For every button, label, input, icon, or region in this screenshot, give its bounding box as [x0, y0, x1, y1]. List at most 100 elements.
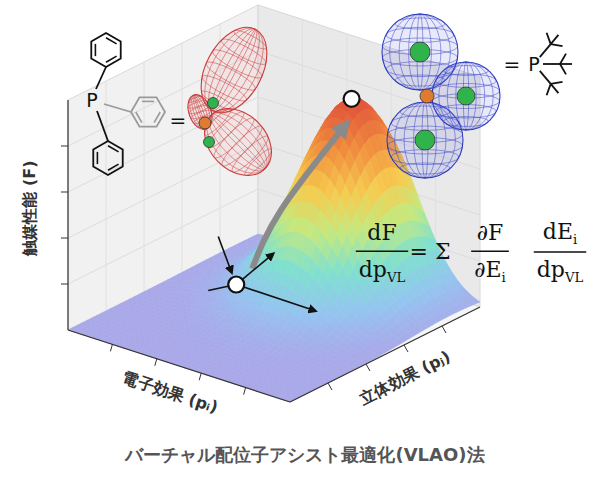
- plot-box: [68, 5, 480, 402]
- mesh-line: [400, 163, 450, 174]
- axis-tick: [61, 146, 68, 147]
- double-bond: [106, 56, 117, 62]
- axis-label: 触媒性能 (F): [22, 160, 38, 255]
- equation-term: ∂F: [477, 222, 504, 244]
- mesh-line: [193, 19, 276, 121]
- orbital-lobe: [432, 62, 500, 130]
- mesh-line: [210, 114, 267, 171]
- axis-tick: [404, 345, 408, 352]
- bond: [560, 64, 566, 74]
- axis-label: 電子効果 (pᵢ): [120, 370, 219, 416]
- orbital-lobe: [191, 95, 284, 188]
- fraction-bar: [471, 250, 509, 252]
- grid-line: [106, 81, 107, 311]
- double-bond: [97, 152, 99, 164]
- subscript: i: [502, 269, 506, 284]
- back-wall: [258, 5, 480, 307]
- phenyl-ring: [93, 141, 122, 175]
- equation-term: dpVL: [537, 259, 583, 284]
- mesh-line: [242, 146, 274, 178]
- fraction-bar: [534, 251, 586, 253]
- label-text: dp: [537, 257, 565, 282]
- grid-line: [68, 189, 480, 284]
- axis-line: [67, 100, 68, 330]
- orbital-lobe: [188, 16, 281, 124]
- mesh-line: [195, 99, 280, 184]
- axis-tick: [61, 284, 68, 285]
- mesh-line: [229, 133, 272, 176]
- bond: [543, 63, 560, 65]
- axis-tick: [61, 192, 68, 193]
- label-text: =: [170, 108, 187, 132]
- double-bond: [136, 112, 142, 123]
- bond: [97, 111, 108, 141]
- mesh-line: [391, 150, 459, 165]
- double-bond: [108, 146, 119, 152]
- bond: [540, 71, 551, 84]
- phenyl-ring: [91, 33, 120, 67]
- ligand-structures: [91, 14, 572, 189]
- mesh-line: [436, 105, 497, 118]
- double-bond: [154, 112, 160, 123]
- figure-title: バーチャル配位子アシスト最適化(VLAO)法: [0, 443, 610, 467]
- mesh-line: [200, 104, 276, 180]
- carbon-atom: [457, 87, 475, 105]
- optimum-point: [344, 91, 360, 107]
- mesh-line: [409, 14, 432, 90]
- mesh-line: [205, 25, 263, 114]
- bond: [560, 54, 566, 64]
- mesh-line: [210, 114, 258, 162]
- mesh-line: [218, 122, 266, 170]
- double-bond: [106, 38, 117, 44]
- label-text: 電子効果 (pᵢ): [120, 368, 220, 417]
- mesh-line: [232, 27, 269, 52]
- grid-line: [182, 43, 183, 273]
- axis-tick: [110, 344, 112, 351]
- carbon-atom: [204, 137, 215, 148]
- bond: [551, 35, 559, 44]
- bond: [96, 67, 106, 89]
- lobe-outline: [432, 62, 500, 130]
- carbon-atom: [415, 130, 435, 150]
- equation-term: dEi: [543, 221, 577, 246]
- carbon-atom: [208, 98, 219, 109]
- equation-term: dpVL: [359, 259, 405, 284]
- mesh-line: [444, 117, 489, 127]
- label-text: P: [86, 89, 97, 111]
- bond: [540, 44, 551, 57]
- axis-tick: [244, 388, 246, 395]
- mesh-line: [447, 62, 484, 130]
- axis-tick: [366, 364, 370, 371]
- double-bond: [108, 164, 119, 170]
- label-text: P: [528, 53, 539, 75]
- direction-arrow: [236, 285, 314, 311]
- grid-line: [68, 97, 480, 192]
- label-text: dp: [359, 257, 387, 282]
- mesh-line: [456, 62, 476, 130]
- equals-sign: =: [170, 110, 187, 130]
- atom-label: P: [528, 55, 539, 74]
- double-bond: [95, 44, 97, 56]
- direction-arrow: [218, 237, 231, 272]
- mesh-line: [188, 95, 203, 103]
- label-text: dF: [367, 220, 396, 245]
- label-text: = Σ: [410, 239, 451, 264]
- axis-tick: [61, 238, 68, 239]
- mesh-line: [414, 102, 437, 178]
- fraction-bar: [356, 250, 408, 252]
- axis-tick: [199, 373, 201, 380]
- lobe-outline: [188, 16, 281, 124]
- phosphorus-atom: [420, 89, 434, 103]
- bond: [547, 33, 551, 44]
- mesh-line: [219, 35, 268, 68]
- start-point: [228, 277, 244, 293]
- bond: [551, 44, 563, 46]
- mesh-line: [199, 22, 269, 118]
- bond: [560, 63, 572, 65]
- mesh-line: [204, 108, 247, 151]
- mesh-line: [200, 72, 249, 105]
- mesh-line: [203, 58, 258, 95]
- subscript: VL: [387, 269, 405, 284]
- axis-tick: [155, 359, 157, 366]
